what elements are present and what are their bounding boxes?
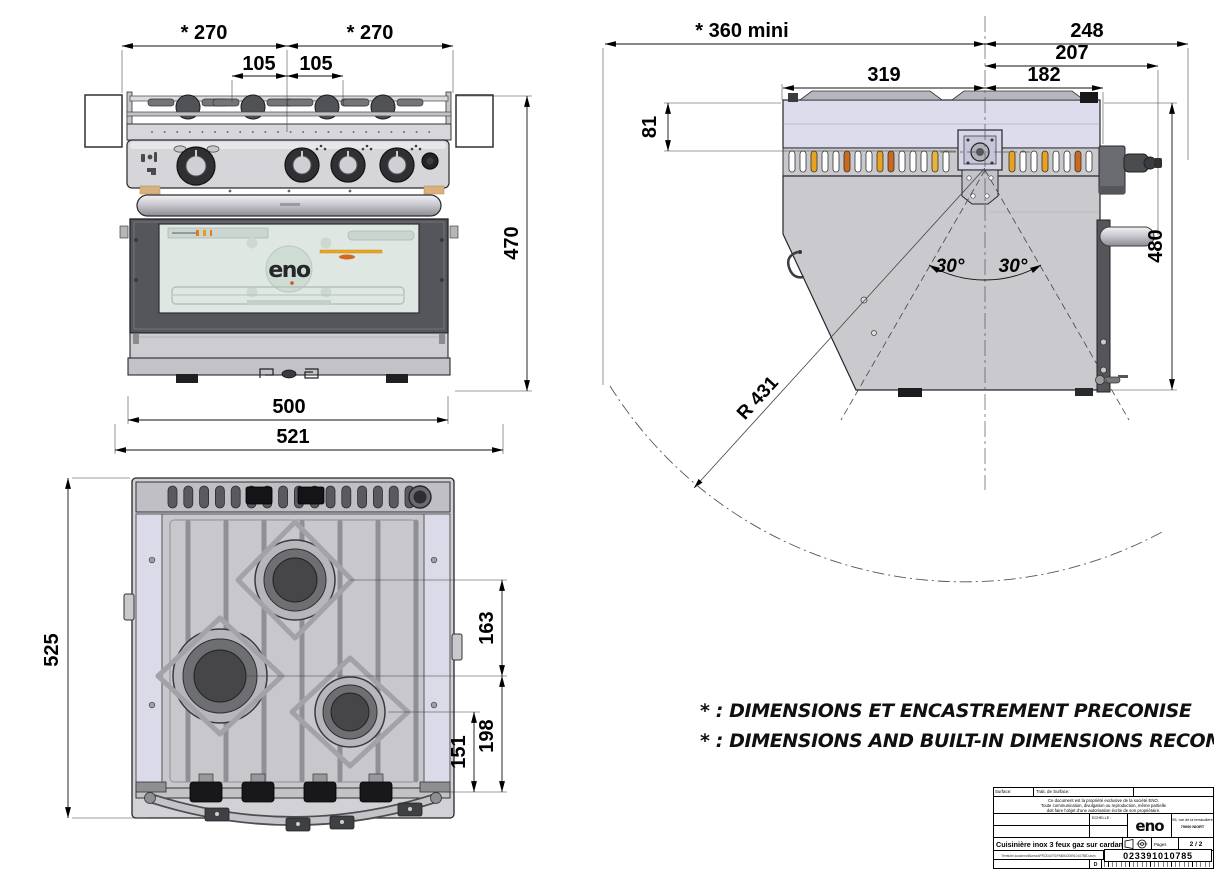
pages-value: 2 / 2 bbox=[1189, 840, 1203, 848]
dim-105-right: 105 bbox=[299, 53, 332, 75]
hob-dot-strip bbox=[151, 131, 431, 133]
pages-label: Pages bbox=[1152, 838, 1179, 850]
disclaimer-line3: doit faire l'objet d'une autorisation éc… bbox=[1046, 808, 1161, 814]
dim-207: 207 bbox=[1055, 42, 1088, 64]
dim-360-mini: * 360 mini bbox=[695, 20, 788, 42]
disclaimer: Ce document est la propriété exclusive d… bbox=[994, 797, 1213, 814]
pivot-pin-right bbox=[449, 225, 459, 239]
drawn-by-cell: Dessiné par: alenglart le 25/07/2018 bbox=[994, 814, 1090, 826]
mass-cell: Masse: 0,000 kg bbox=[1134, 788, 1213, 797]
file-path: Territoire.local\eno\Bureau\PRODUITS\FM6… bbox=[994, 851, 1104, 860]
notes: * : DIMENSIONS ET ENCASTREMENT PRECONISE… bbox=[700, 700, 1214, 752]
eno-logo: eno bbox=[1135, 816, 1164, 835]
vent-slot-band bbox=[788, 150, 1093, 173]
address-cell: 95, rue de la terraudière 79000 NIORT bbox=[1172, 814, 1213, 838]
gimbal-pivot-bracket bbox=[957, 129, 1003, 205]
dim-521-width: 521 bbox=[276, 426, 309, 448]
latch-right bbox=[451, 633, 463, 661]
title-block: Surface: Trait. de Surface: Masse: 0,000… bbox=[993, 787, 1214, 869]
gas-fitting bbox=[1098, 145, 1162, 195]
scale-label: ECHELLE : bbox=[1090, 814, 1128, 826]
eno-glass-logo: eno bbox=[268, 258, 311, 283]
front-view: eno bbox=[84, 91, 494, 383]
drain-valve bbox=[1095, 375, 1128, 385]
side-rail-right bbox=[423, 513, 451, 789]
disclaimer-line1: Ce document est la propriété exclusive d… bbox=[1047, 798, 1160, 803]
surface-treatment-label: Trait. de Surface: bbox=[1034, 788, 1134, 797]
side-body bbox=[782, 175, 1101, 391]
front-knobs-top-view bbox=[189, 773, 393, 803]
pan-support-diamonds bbox=[155, 519, 411, 769]
note-english: * : DIMENSIONS AND BUILT-IN DIMENSIONS R… bbox=[700, 730, 1214, 752]
dim-480-height: 480 bbox=[1145, 229, 1167, 262]
dim-270-left: * 270 bbox=[181, 22, 228, 44]
checked-by-cell: Vérifié par: le bbox=[994, 826, 1090, 838]
swing-angle-arc bbox=[928, 264, 1042, 281]
front-view-dimensions: * 270 * 270 105 105 470 500 521 bbox=[114, 22, 532, 454]
dim-470-height: 470 bbox=[501, 226, 523, 259]
surface-label: Surface: bbox=[994, 788, 1034, 797]
burner-knobs bbox=[284, 144, 422, 183]
hanging-hook bbox=[787, 250, 805, 279]
part-number: 023391010785 bbox=[1104, 849, 1212, 862]
top-view bbox=[123, 477, 463, 832]
format-cell: Format: A0 bbox=[1090, 826, 1128, 838]
first-angle-projection-icon bbox=[1124, 839, 1148, 849]
side-foot bbox=[898, 388, 922, 397]
rear-knob-left bbox=[245, 486, 273, 505]
gas-symbol-icon bbox=[141, 152, 157, 175]
oven-window: eno bbox=[158, 223, 420, 314]
gimbal-bracket-right bbox=[455, 94, 494, 148]
foot-right bbox=[386, 374, 408, 383]
dim-525-depth: 525 bbox=[41, 633, 63, 666]
burner-rear-center bbox=[254, 539, 336, 621]
pivot-pin-left bbox=[119, 225, 129, 239]
note-french: * : DIMENSIONS ET ENCASTREMENT PRECONISE bbox=[700, 700, 1192, 722]
disclaimer-line2: Toute communication, divulgation ou repr… bbox=[1040, 803, 1167, 809]
dim-182: 182 bbox=[1027, 64, 1060, 86]
scale-ruler-ticks bbox=[1104, 861, 1210, 867]
swing-envelope-arc bbox=[609, 385, 1163, 583]
address-line1: 95, rue de la terraudière bbox=[1172, 818, 1213, 822]
dim-163: 163 bbox=[476, 611, 498, 644]
side-view-dimensions: * 360 mini 248 207 319 182 81 480 bbox=[602, 20, 1189, 391]
address-line2: 79000 NIORT bbox=[1180, 825, 1205, 829]
dim-30deg-left: 30° bbox=[936, 256, 965, 277]
control-panel bbox=[126, 139, 450, 195]
dim-30deg-right: 30° bbox=[999, 256, 1028, 277]
burner-front-right bbox=[314, 676, 386, 748]
rear-knob-right bbox=[297, 486, 325, 505]
top-view-dimensions: 525 163 198 151 bbox=[41, 477, 507, 819]
dim-198: 198 bbox=[476, 719, 498, 752]
dim-248: 248 bbox=[1070, 20, 1103, 42]
dim-500-width: 500 bbox=[272, 396, 305, 418]
last-modified-cell: Dernière Modif. le 01/04/2021 bbox=[994, 860, 1090, 868]
radius-line bbox=[693, 167, 986, 489]
side-view: 30° 30° R 431 bbox=[609, 16, 1163, 583]
foot-left bbox=[176, 374, 198, 383]
side-bracket-bar bbox=[1096, 219, 1111, 393]
brand-cell: eno bbox=[1128, 814, 1172, 838]
oven-knob bbox=[173, 145, 220, 186]
dim-151: 151 bbox=[448, 735, 470, 768]
side-rail-left bbox=[135, 513, 163, 789]
dim-105-left: 105 bbox=[242, 53, 275, 75]
dim-270-right: * 270 bbox=[347, 22, 394, 44]
latch-left bbox=[123, 593, 135, 621]
dim-81: 81 bbox=[639, 116, 661, 138]
grab-rail bbox=[144, 792, 442, 832]
revision-letter: D bbox=[1090, 860, 1102, 868]
dim-319: 319 bbox=[867, 64, 900, 86]
oven-door: eno bbox=[119, 194, 459, 383]
flame-icon bbox=[315, 144, 422, 151]
side-handle bbox=[1099, 226, 1155, 247]
drawing-title: Cuisinière inox 3 feux gaz sur cardan bbox=[994, 838, 1123, 851]
gimbal-bracket-left bbox=[84, 94, 123, 148]
vent-meander bbox=[259, 368, 319, 379]
